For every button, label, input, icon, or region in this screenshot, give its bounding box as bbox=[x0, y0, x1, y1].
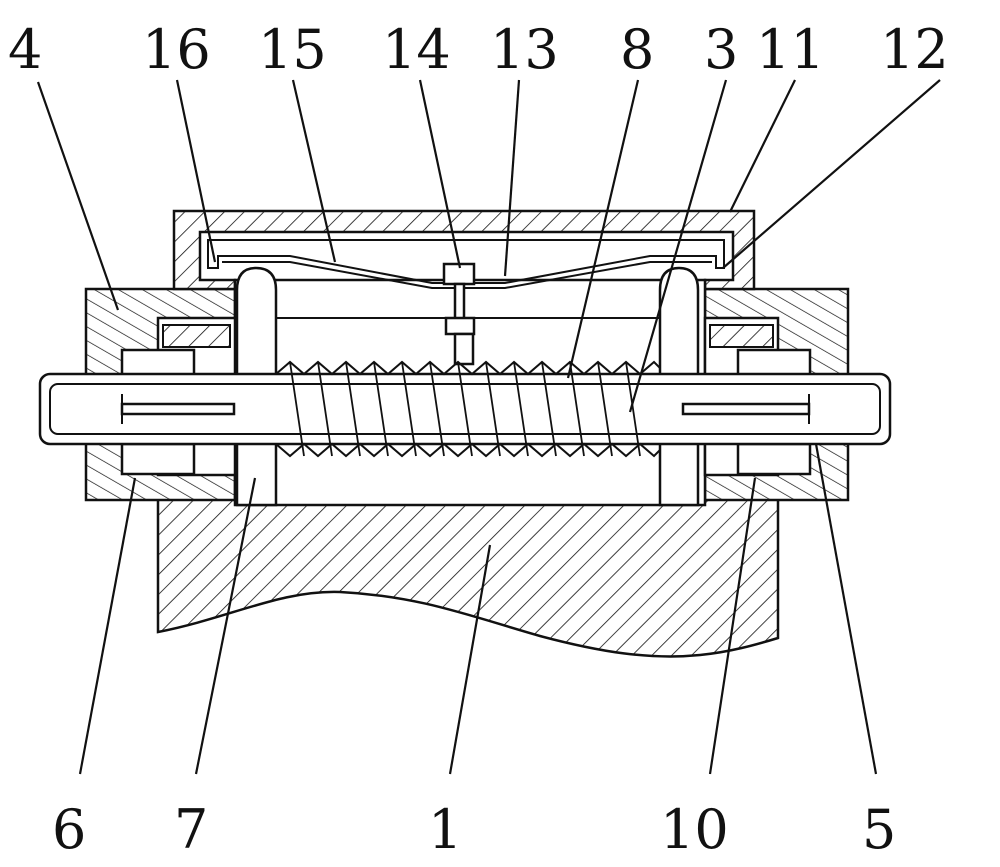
right-inner-seat bbox=[709, 324, 774, 348]
callout-15: 15 bbox=[258, 18, 327, 81]
right-shaft-slot bbox=[681, 402, 811, 416]
callout-11: 11 bbox=[756, 18, 825, 81]
callout-7: 7 bbox=[174, 798, 208, 861]
callout-10: 10 bbox=[660, 798, 729, 861]
callout-6: 6 bbox=[52, 798, 86, 861]
right-nut-lower bbox=[736, 442, 812, 476]
right-nut-upper bbox=[736, 348, 812, 378]
screw-thread-upper bbox=[275, 360, 661, 376]
left-nut-upper bbox=[120, 348, 196, 378]
main-shaft-inner bbox=[49, 383, 881, 435]
callout-4: 4 bbox=[8, 18, 42, 81]
left-inner-seat bbox=[162, 324, 231, 348]
callout-5: 5 bbox=[862, 798, 896, 861]
center-bolt-nut bbox=[444, 316, 476, 336]
leader-lines bbox=[36, 79, 941, 775]
callout-1: 1 bbox=[428, 798, 462, 861]
callout-16: 16 bbox=[142, 18, 211, 81]
callout-14: 14 bbox=[382, 18, 451, 81]
base-body bbox=[156, 473, 780, 658]
callout-12: 12 bbox=[880, 18, 949, 81]
callout-3: 3 bbox=[704, 18, 738, 81]
callout-13: 13 bbox=[490, 18, 559, 81]
center-bolt-shank bbox=[453, 282, 466, 322]
lever-inner bbox=[222, 261, 712, 289]
center-bolt-tip bbox=[453, 332, 475, 366]
screw-thread-lower bbox=[275, 442, 661, 458]
screw-thread-flanks bbox=[289, 361, 641, 457]
callout-8: 8 bbox=[620, 18, 654, 81]
left-nut-lower bbox=[120, 442, 196, 476]
left-shaft-slot bbox=[120, 402, 236, 416]
